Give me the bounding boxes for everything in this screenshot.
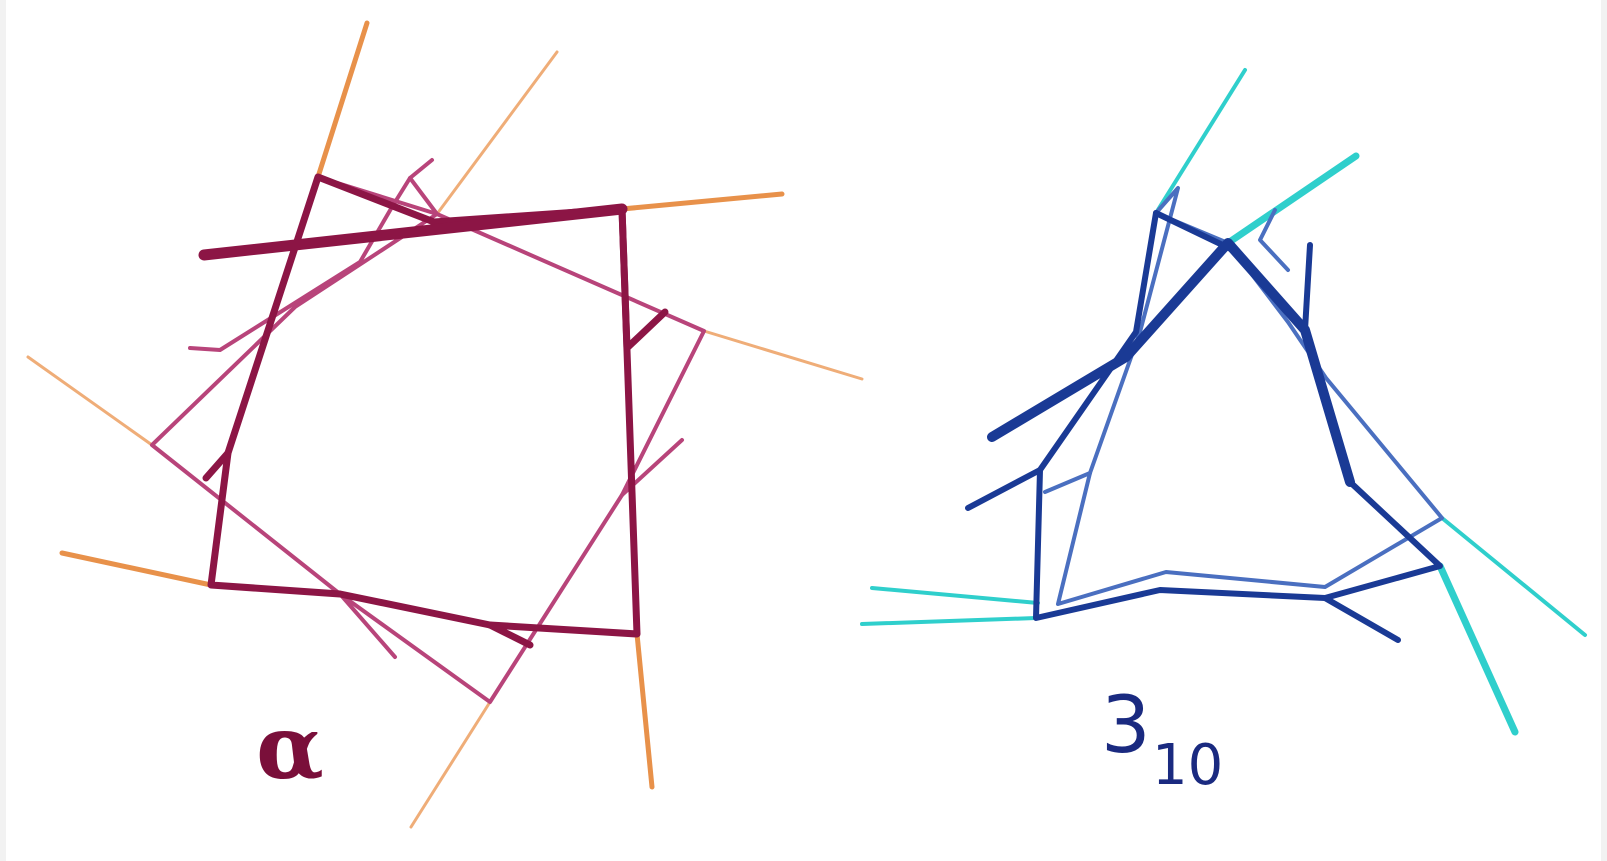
alpha-helix-diagram: α <box>26 20 864 829</box>
310-label-subscript: 10 <box>1152 733 1223 798</box>
310-substituents-thin <box>860 68 1587 637</box>
310-label-main: 3 <box>1101 681 1151 771</box>
alpha-label: α <box>256 695 324 799</box>
310-helix-diagram: 3 10 <box>860 68 1587 798</box>
background-panel <box>6 0 1601 861</box>
alpha-front-bond <box>198 203 628 261</box>
310-front-bond <box>987 238 1355 487</box>
alpha-back-substituents <box>26 50 864 829</box>
alpha-front-substituents <box>59 20 785 790</box>
310-back-ring <box>1043 186 1444 606</box>
310-substituents-thick <box>1224 152 1519 736</box>
310-label: 3 10 <box>1101 681 1223 798</box>
